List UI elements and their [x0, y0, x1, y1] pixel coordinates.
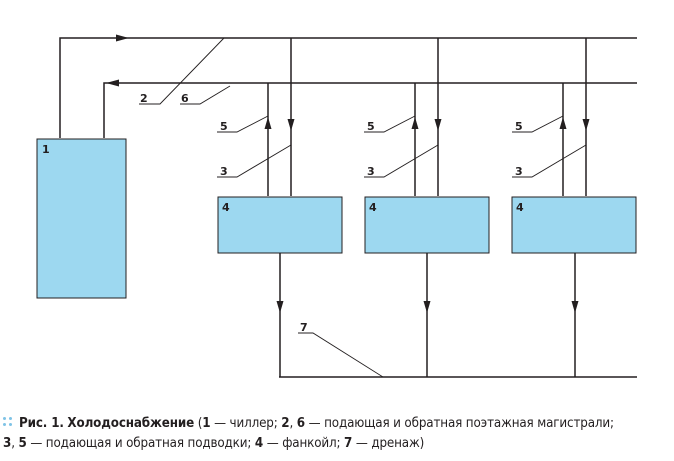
return-flow-arrow [106, 79, 119, 87]
caption-t2: — подающая и обратная поэтажная магистра… [308, 416, 614, 431]
label-fancoil-1: 4 [222, 201, 230, 214]
supply-flow-arrow [116, 34, 129, 42]
leader-5-2 [364, 115, 416, 133]
fancoil-unit-3 [511, 196, 637, 254]
caption-title: Холодоснабжение [67, 416, 195, 431]
caption-t5: — дренаж) [355, 436, 425, 451]
caption-n6: 6 [296, 416, 305, 431]
label-return-branch-1: 5 [220, 120, 228, 133]
caption-n5: 5 [18, 436, 27, 451]
up-arrow-2 [411, 117, 419, 129]
leader-3-1 [217, 144, 292, 178]
label-fancoil-2: 4 [369, 201, 377, 214]
leader-3-3 [512, 144, 587, 178]
label-return-branch-2: 5 [367, 120, 375, 133]
caption-n4: 4 [254, 436, 264, 451]
label-supply-branch-3: 3 [515, 165, 523, 178]
label-fancoil-3: 4 [516, 201, 524, 214]
down-arrow-2 [434, 119, 442, 131]
label-supply-branch-1: 3 [220, 165, 228, 178]
label-return-branch-3: 5 [515, 120, 523, 133]
caption-t1: — чиллер; [214, 416, 278, 431]
supply-main-line [59, 37, 637, 138]
fancoil-unit-1 [217, 196, 343, 254]
drain-arrow-2 [423, 301, 431, 313]
bullet-dots-icon [3, 417, 13, 427]
label-drain: 7 [300, 321, 308, 334]
caption-fig-number: Рис. 1. [19, 416, 64, 431]
label-supply-main: 2 [140, 92, 148, 105]
caption-comma1: , [289, 416, 294, 431]
caption-paren-open: ( [197, 416, 203, 431]
leader-3-2 [364, 144, 439, 178]
caption-n7: 7 [344, 436, 353, 451]
down-arrow-1 [287, 119, 295, 131]
figure-caption: Рис. 1. Холодоснабжение (1 — чиллер; 2, … [3, 414, 671, 454]
drain-arrow-3 [571, 301, 579, 313]
caption-comma2: , [11, 436, 15, 451]
leader-2 [139, 37, 225, 105]
leader-7 [298, 332, 384, 378]
cooling-scheme-diagram: 1 2 6 5 3 4 5 3 4 5 3 4 7 [36, 34, 637, 378]
caption-t4: — фанкойл; [266, 436, 341, 451]
leader-5-1 [217, 115, 269, 133]
caption-t3: — подающая и обратная подводки; [30, 436, 252, 451]
label-chiller: 1 [42, 143, 50, 156]
down-arrow-3 [582, 119, 590, 131]
up-arrow-1 [264, 117, 272, 129]
leader-6 [180, 85, 231, 105]
leader-5-3 [512, 115, 564, 133]
chiller-unit [36, 138, 127, 299]
return-main-line [103, 82, 637, 138]
label-supply-branch-2: 3 [367, 165, 375, 178]
label-return-main: 6 [181, 92, 189, 105]
up-arrow-3 [559, 117, 567, 129]
caption-n2: 2 [281, 416, 290, 431]
caption-n1: 1 [202, 416, 211, 431]
fancoil-unit-2 [364, 196, 490, 254]
caption-n3: 3 [3, 436, 12, 451]
drain-arrow-1 [276, 301, 284, 313]
